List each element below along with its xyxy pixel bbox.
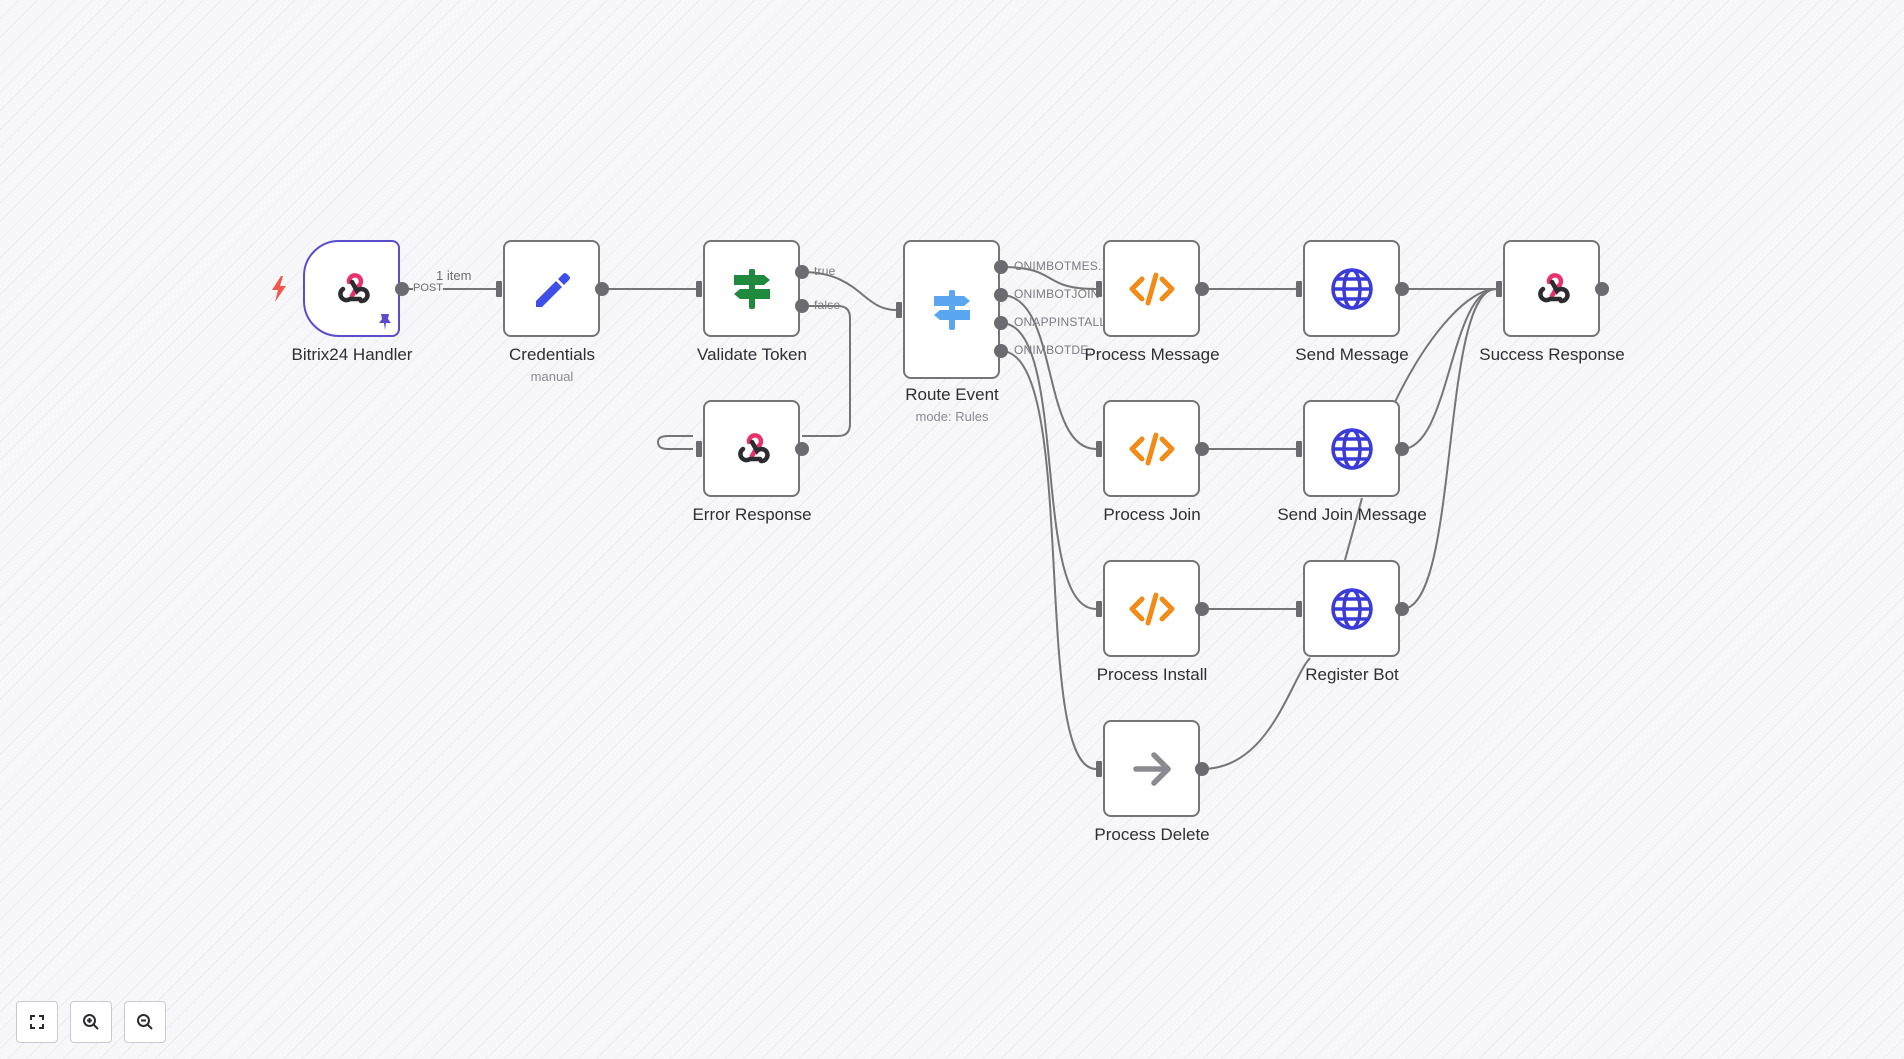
- output-handle[interactable]: [795, 442, 809, 456]
- node-sublabel: mode: Rules: [915, 409, 989, 424]
- node-label: Validate Token: [697, 345, 807, 364]
- node-label: Success Response: [1479, 345, 1625, 364]
- node-label: Process Message: [1084, 345, 1220, 364]
- fit-view-button[interactable]: [16, 1001, 58, 1043]
- output-handle[interactable]: [1395, 282, 1409, 296]
- input-handle[interactable]: [1096, 281, 1102, 297]
- node-label: Send Join Message: [1277, 505, 1427, 524]
- output-handle-true[interactable]: [795, 265, 809, 279]
- trigger-bolt-icon: [272, 276, 286, 302]
- globe-icon: [1328, 585, 1376, 633]
- input-handle[interactable]: [1096, 601, 1102, 617]
- output-handle[interactable]: [1195, 282, 1209, 296]
- output-handle[interactable]: [1195, 602, 1209, 616]
- input-handle[interactable]: [1296, 281, 1302, 297]
- fit-view-icon: [30, 1015, 44, 1029]
- node-success-response[interactable]: [1503, 240, 1600, 337]
- output-handle[interactable]: [1395, 602, 1409, 616]
- node-process-message[interactable]: [1103, 240, 1200, 337]
- canvas-controls: [16, 1001, 166, 1043]
- zoom-in-icon: [83, 1014, 99, 1030]
- input-handle[interactable]: [496, 281, 502, 297]
- globe-icon: [1328, 265, 1376, 313]
- input-handle[interactable]: [696, 281, 702, 297]
- input-handle[interactable]: [896, 302, 902, 318]
- pin-icon: [379, 314, 391, 330]
- node-send-message[interactable]: [1303, 240, 1400, 337]
- webhook-icon: [328, 265, 376, 313]
- node-register-bot[interactable]: [1303, 560, 1400, 657]
- node-label: Credentials: [509, 345, 595, 364]
- edge-sendjoin-success: [1401, 288, 1497, 450]
- branch-label-true: true: [814, 264, 836, 278]
- output-handle[interactable]: [1195, 762, 1209, 776]
- node-label: Error Response: [692, 505, 812, 524]
- code-icon: [1128, 265, 1176, 313]
- node-label: Bitrix24 Handler: [291, 345, 413, 364]
- node-label: Process Install: [1096, 665, 1208, 684]
- edge-route-install: [1000, 322, 1097, 610]
- output-handle[interactable]: [395, 282, 409, 296]
- edge-item-count: 1 item: [436, 268, 472, 283]
- output-handle-1[interactable]: [994, 288, 1008, 302]
- branch-label-onimbotdelete: ONIMBOTDE...: [1014, 343, 1100, 357]
- edge-error-loop: [656, 435, 693, 450]
- code-icon: [1128, 585, 1176, 633]
- input-handle[interactable]: [1096, 761, 1102, 777]
- node-route-event[interactable]: [903, 240, 1000, 379]
- node-label: Register Bot: [1305, 665, 1399, 684]
- arrow-right-icon: [1128, 745, 1176, 793]
- input-handle[interactable]: [1296, 601, 1302, 617]
- output-handle-false[interactable]: [795, 299, 809, 313]
- output-handle[interactable]: [595, 282, 609, 296]
- zoom-out-icon: [137, 1014, 153, 1030]
- input-handle[interactable]: [1496, 281, 1502, 297]
- branch-label-onimbotmessage: ONIMBOTMES...: [1014, 259, 1109, 273]
- output-handle[interactable]: [1195, 442, 1209, 456]
- signpost-icon: [928, 286, 976, 334]
- branch-label-false: false: [814, 298, 841, 312]
- output-handle[interactable]: [1395, 442, 1409, 456]
- node-label: Process Delete: [1094, 825, 1210, 844]
- node-process-join[interactable]: [1103, 400, 1200, 497]
- output-handle-3[interactable]: [994, 344, 1008, 358]
- output-handle-0[interactable]: [994, 260, 1008, 274]
- zoom-in-button[interactable]: [70, 1001, 112, 1043]
- node-process-install[interactable]: [1103, 560, 1200, 657]
- globe-icon: [1328, 425, 1376, 473]
- node-credentials[interactable]: [503, 240, 600, 337]
- input-handle[interactable]: [1296, 441, 1302, 457]
- edge-register-success: [1401, 288, 1497, 610]
- signpost-icon: [728, 265, 776, 313]
- code-icon: [1128, 425, 1176, 473]
- branch-label-onimbotjoin: ONIMBOTJOIN: [1014, 287, 1100, 301]
- branch-label-onappinstall: ONAPPINSTALL: [1014, 315, 1107, 329]
- pencil-icon: [528, 265, 576, 313]
- node-sublabel: manual: [530, 369, 574, 384]
- input-handle[interactable]: [696, 441, 702, 457]
- node-label: Process Join: [1103, 505, 1201, 524]
- edge-method-label: POST: [413, 282, 443, 294]
- webhook-icon: [728, 425, 776, 473]
- node-bitrix24-handler[interactable]: [303, 240, 400, 337]
- node-error-response[interactable]: [703, 400, 800, 497]
- webhook-icon: [1528, 265, 1576, 313]
- input-handle[interactable]: [1096, 441, 1102, 457]
- node-label: Send Message: [1295, 345, 1409, 364]
- node-label: Route Event: [905, 385, 999, 404]
- zoom-out-button[interactable]: [124, 1001, 166, 1043]
- node-process-delete[interactable]: [1103, 720, 1200, 817]
- node-send-join-message[interactable]: [1303, 400, 1400, 497]
- node-validate-token[interactable]: [703, 240, 800, 337]
- edge-validate-false-error: [802, 305, 851, 437]
- output-handle-2[interactable]: [994, 316, 1008, 330]
- output-handle[interactable]: [1595, 282, 1609, 296]
